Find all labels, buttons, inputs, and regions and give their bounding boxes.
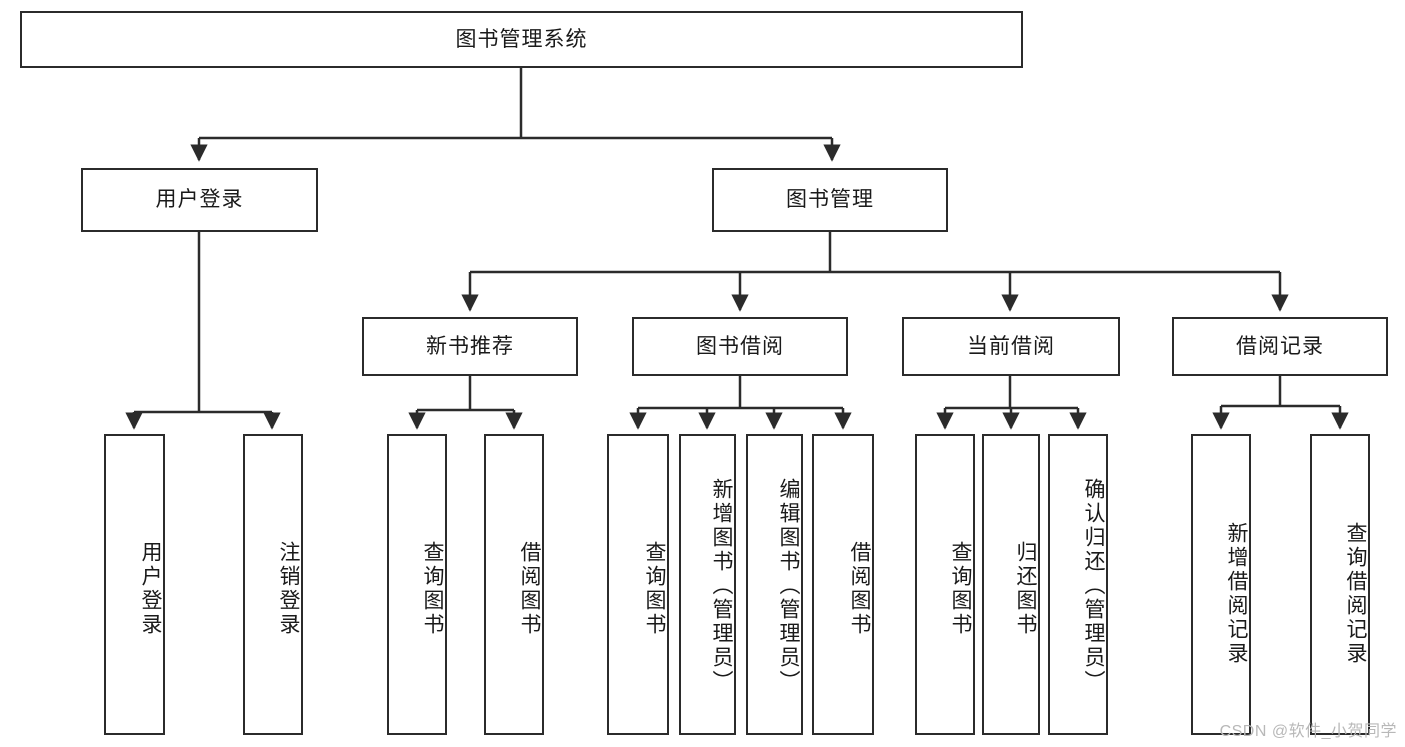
node-current-borrow[interactable]: 当前借阅 [902,317,1120,376]
node-leaf-user-login[interactable]: 用户登录 [104,434,165,735]
node-new-book-recommend[interactable]: 新书推荐 [362,317,578,376]
node-leaf-edit-book[interactable]: 编辑图书（管理员） [746,434,803,735]
node-leaf-user-logout-label: 注销登录 [277,540,300,637]
node-leaf-query-book-2-label: 查询图书 [643,540,666,637]
node-leaf-confirm-return-label: 确认归还（管理员） [1082,477,1105,694]
node-leaf-query-book-2[interactable]: 查询图书 [607,434,669,735]
node-current-borrow-label: 当前借阅 [967,334,1055,358]
node-leaf-borrow-book-1-label: 借阅图书 [518,540,541,637]
node-book-management[interactable]: 图书管理 [712,168,948,232]
csdn-watermark: CSDN @软件_小贺同学 [1219,723,1397,740]
node-leaf-add-book-label: 新增图书（管理员） [710,477,733,694]
node-book-borrow-label: 图书借阅 [696,334,784,358]
node-user-login[interactable]: 用户登录 [81,168,318,232]
node-leaf-add-book[interactable]: 新增图书（管理员） [679,434,736,735]
node-leaf-query-book-3[interactable]: 查询图书 [915,434,975,735]
node-leaf-user-login-label: 用户登录 [139,540,162,637]
node-borrow-record[interactable]: 借阅记录 [1172,317,1388,376]
node-leaf-query-book-3-label: 查询图书 [949,540,972,637]
node-leaf-user-logout[interactable]: 注销登录 [243,434,303,735]
node-leaf-query-record[interactable]: 查询借阅记录 [1310,434,1370,735]
node-book-borrow[interactable]: 图书借阅 [632,317,848,376]
node-leaf-borrow-book-2[interactable]: 借阅图书 [812,434,874,735]
node-leaf-query-book-1[interactable]: 查询图书 [387,434,447,735]
node-leaf-add-record-label: 新增借阅记录 [1225,521,1248,666]
node-new-book-recommend-label: 新书推荐 [426,334,514,358]
node-leaf-borrow-book-2-label: 借阅图书 [848,540,871,637]
node-leaf-return-book[interactable]: 归还图书 [982,434,1040,735]
node-leaf-borrow-book-1[interactable]: 借阅图书 [484,434,544,735]
node-leaf-query-record-label: 查询借阅记录 [1344,521,1367,666]
node-leaf-edit-book-label: 编辑图书（管理员） [777,477,800,694]
node-borrow-record-label: 借阅记录 [1236,334,1324,358]
node-leaf-return-book-label: 归还图书 [1014,540,1037,637]
node-leaf-query-book-1-label: 查询图书 [421,540,444,637]
node-leaf-add-record[interactable]: 新增借阅记录 [1191,434,1251,735]
node-root[interactable]: 图书管理系统 [20,11,1023,68]
node-leaf-confirm-return[interactable]: 确认归还（管理员） [1048,434,1108,735]
node-user-login-label: 用户登录 [155,188,244,212]
node-book-management-label: 图书管理 [786,188,874,212]
node-root-label: 图书管理系统 [455,27,588,51]
